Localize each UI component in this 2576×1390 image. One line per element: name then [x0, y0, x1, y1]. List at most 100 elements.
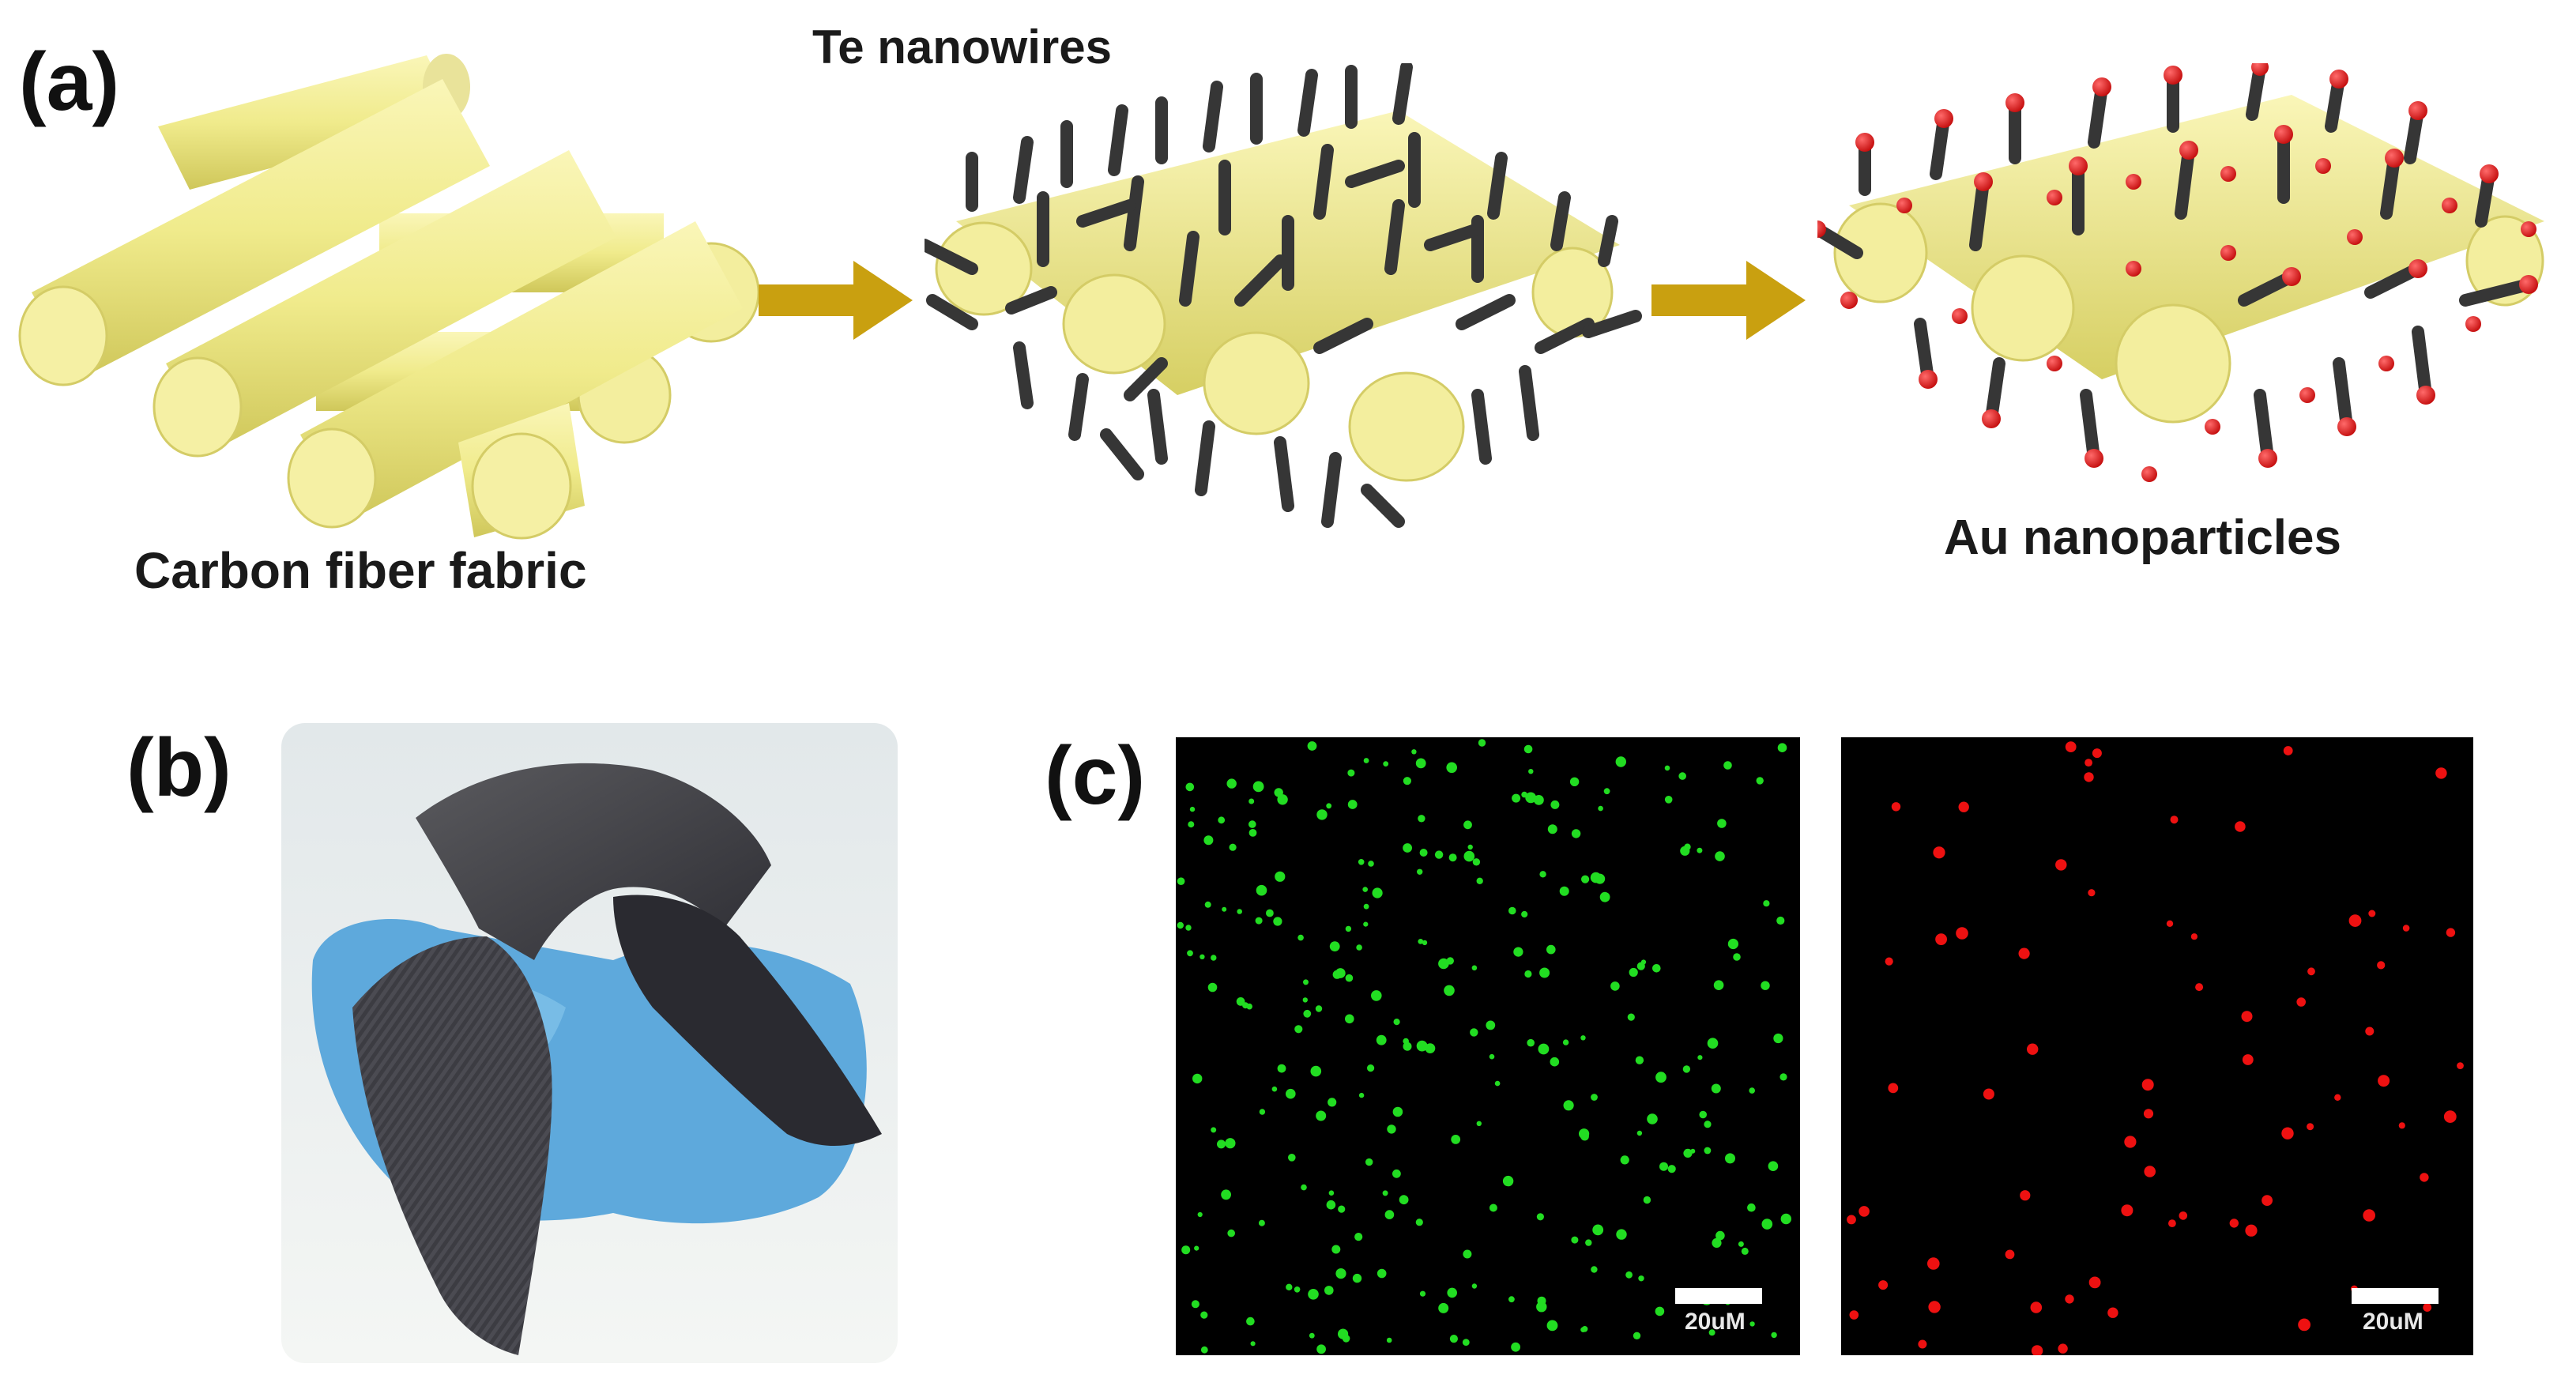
fluorescent-cell	[1699, 1110, 1707, 1119]
caption-te-nanowires: Te nanowires	[812, 21, 1112, 73]
fluorescent-cell	[2307, 967, 2315, 976]
fluorescent-cell	[2457, 1062, 2464, 1069]
fluorescent-cell	[1358, 859, 1365, 865]
fluorescent-cell	[1591, 1094, 1598, 1101]
fluorescent-cell	[1192, 1073, 1203, 1084]
fluorescent-cell	[1277, 1064, 1286, 1073]
fluorescent-cell	[1446, 957, 1454, 965]
fluorescent-cell	[1222, 906, 1227, 912]
fluorescent-cell	[2446, 928, 2456, 937]
fluorescent-cell	[1463, 820, 1472, 830]
fluorescent-cell	[2124, 1136, 2137, 1148]
fluorescent-cell	[1512, 793, 1521, 803]
fluorescent-cell	[1546, 944, 1556, 955]
fluorescent-cell	[1307, 741, 1317, 751]
fluorescent-cell	[1376, 1034, 1387, 1045]
flexible-fabric-photo	[281, 723, 898, 1363]
fluorescent-cell	[2107, 1307, 2118, 1318]
fluorescent-cell	[1537, 1296, 1546, 1305]
fluorescent-cell	[1328, 1190, 1335, 1196]
fluorescent-cell	[1664, 796, 1673, 804]
fluorescent-cell	[1715, 1230, 1725, 1241]
fluorescence-image-red	[1841, 737, 2473, 1355]
fluorescent-cell	[1590, 872, 1602, 883]
fluorescent-cell	[1683, 1148, 1693, 1158]
fluorescent-cell	[1418, 939, 1424, 944]
fluorescent-cell	[2241, 1011, 2253, 1023]
fluorescent-cell	[1592, 1224, 1604, 1236]
fluorescent-cell	[1847, 1215, 1856, 1225]
fiber-rod	[458, 403, 585, 540]
fluorescent-cell	[1303, 979, 1309, 985]
fluorescent-cell	[1217, 1139, 1226, 1149]
fluorescent-cell	[1403, 1038, 1409, 1045]
fluorescent-cell	[1636, 962, 1645, 970]
fluorescent-cell	[1266, 909, 1274, 917]
fluorescent-cell	[1610, 981, 1620, 991]
fluorescent-cell	[2378, 1075, 2390, 1087]
fluorescent-cell	[2143, 1109, 2154, 1119]
fluorescent-cell	[1207, 982, 1218, 993]
fluorescent-cell	[1419, 1290, 1426, 1297]
fiber-rod	[287, 221, 743, 529]
fluorescent-cell	[2420, 1173, 2429, 1182]
scale-bar-label: 20uM	[1685, 1309, 1746, 1335]
fluorescent-cell	[1255, 917, 1263, 925]
fluorescent-cell	[1725, 1153, 1735, 1164]
fluorescent-cell	[1664, 765, 1670, 771]
fluorescent-cell	[1211, 955, 1217, 961]
fluorescent-cell	[1711, 1083, 1721, 1094]
fluorescent-cell	[1470, 1028, 1478, 1037]
fluorescent-cell	[1449, 1335, 1458, 1343]
fluorescent-cell	[1365, 1158, 1373, 1166]
fluorescent-cell	[1335, 968, 1346, 978]
fluorescent-cell	[1338, 1205, 1346, 1213]
fluorescent-cell	[1185, 925, 1192, 931]
fluorescent-cell	[1403, 777, 1411, 785]
fluorescent-cell	[1885, 957, 1893, 966]
fluorescent-cell	[1345, 1014, 1354, 1024]
fluorescent-cell	[1550, 800, 1560, 809]
fluorescent-cell	[1225, 1138, 1236, 1149]
fluorescent-cell	[1354, 1233, 1363, 1241]
fluorescent-cell	[1684, 843, 1691, 850]
fluorescent-cell	[1294, 1025, 1303, 1034]
fluorescent-cell	[2283, 746, 2293, 755]
fluorescent-cell	[1444, 985, 1455, 996]
fluorescent-cell	[1569, 777, 1580, 786]
fluorescent-cell	[1511, 1342, 1520, 1352]
scale-bar	[1675, 1288, 1762, 1304]
process-arrow	[759, 261, 913, 340]
fluorescent-cell	[1303, 1009, 1312, 1018]
au-nanoparticles-illustration	[1817, 63, 2544, 482]
fluorescent-cell	[2398, 1122, 2405, 1129]
fluorescent-cell	[1476, 1121, 1482, 1126]
fluorescent-cell	[1415, 758, 1426, 769]
fluorescent-cell	[2443, 1110, 2457, 1123]
fluorescent-cell	[1603, 788, 1610, 795]
fluorescent-cell	[2195, 983, 2204, 992]
fluorescent-cell	[1849, 1310, 1859, 1320]
fluorescent-cell	[1363, 758, 1369, 763]
fluorescent-cell	[1248, 820, 1256, 828]
fluorescent-cell	[2229, 1219, 2239, 1228]
fluorescent-cell	[1538, 1043, 1550, 1055]
fluorescent-cell	[1329, 941, 1340, 951]
fluorescent-cell	[1328, 1098, 1337, 1107]
fluorescent-cell	[1678, 772, 1686, 780]
fluorescent-cell	[2262, 1195, 2273, 1206]
fluorescent-cell	[1463, 850, 1475, 862]
fluorescent-cell	[1776, 916, 1785, 925]
fluorescent-cell	[1362, 887, 1368, 892]
fluorescent-cell	[1615, 756, 1626, 767]
process-arrow	[1651, 261, 1806, 340]
fluorescent-cell	[1763, 900, 1770, 907]
fluorescent-cell	[1403, 1042, 1412, 1051]
fluorescent-cell	[1273, 917, 1282, 926]
fluorescent-cell	[1768, 1161, 1779, 1171]
fluorescent-cell	[1956, 927, 1968, 940]
fluorescent-cell	[1308, 1289, 1319, 1300]
fluorescent-cell	[1227, 1229, 1235, 1237]
fluorescent-cell	[1647, 1113, 1658, 1124]
fluorescent-cell	[1316, 1110, 1327, 1121]
